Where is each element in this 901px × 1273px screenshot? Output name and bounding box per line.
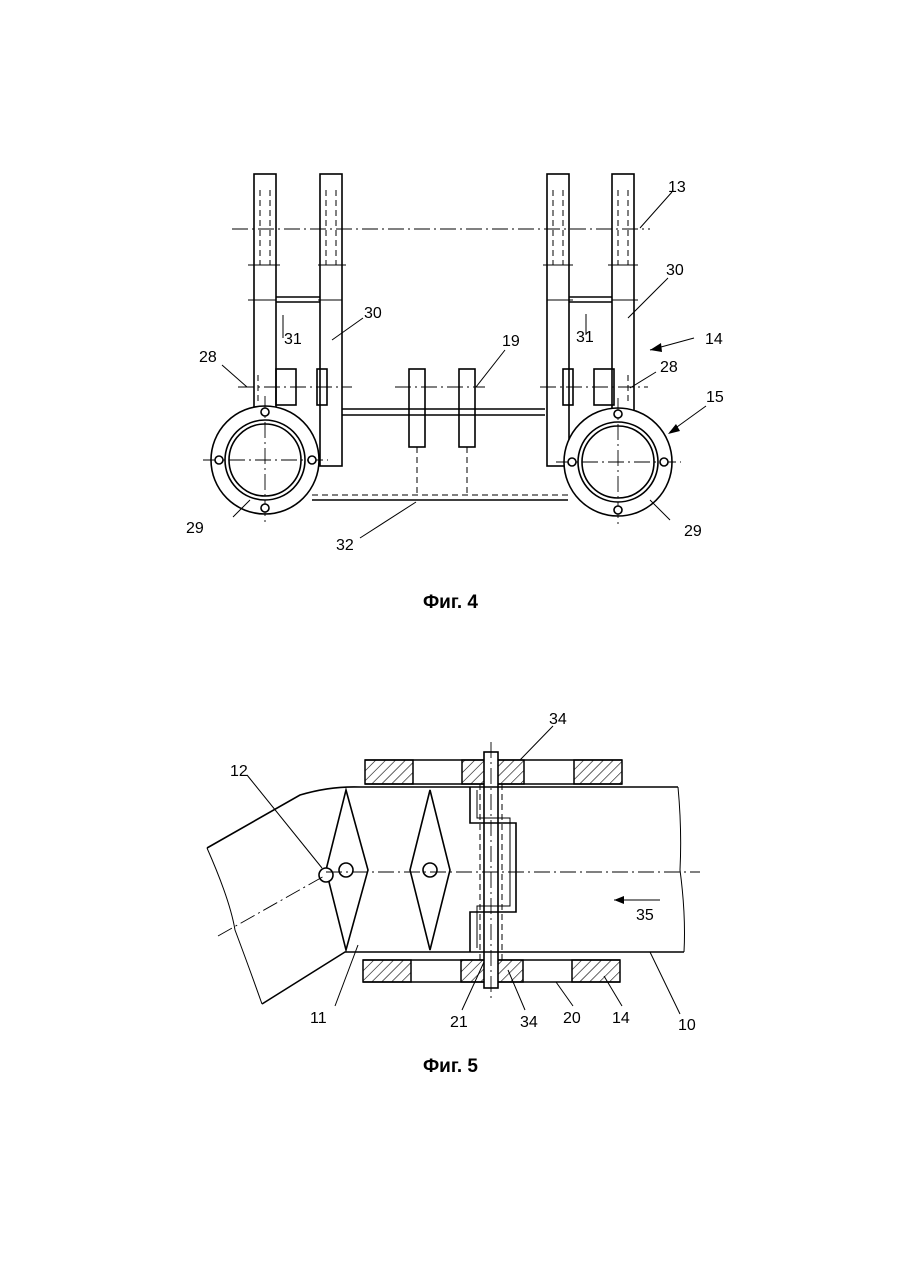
label-20: 20	[563, 1010, 581, 1027]
label-34-top: 34	[549, 711, 567, 728]
figure-4-drawing: 13 30 30 31 31 14 28 28 19 15 29 29 32	[0, 150, 901, 590]
left-inner-arm	[320, 174, 342, 466]
figure-5-drawing: 34 12 35 11 21 34 20 14 10	[0, 690, 901, 1060]
label-11: 11	[310, 1010, 327, 1027]
figure-5: 34 12 35 11 21 34 20 14 10	[0, 690, 901, 1060]
arrow-14	[650, 343, 662, 352]
pin	[480, 742, 502, 1000]
label-12: 12	[230, 763, 248, 780]
label-34-bottom: 34	[520, 1014, 538, 1031]
figure-4: 13 30 30 31 31 14 28 28 19 15 29 29 32	[0, 150, 901, 590]
label-30-right: 30	[666, 262, 684, 279]
label-29-right: 29	[684, 523, 702, 540]
figure-5-caption: Фиг. 5	[0, 1056, 901, 1078]
label-13: 13	[668, 179, 686, 196]
label-31-left: 31	[284, 331, 302, 348]
center-shaft-assembly	[312, 369, 568, 500]
label-21: 21	[450, 1014, 468, 1031]
right-flange	[556, 398, 681, 524]
label-14-fig5: 14	[612, 1010, 630, 1027]
label-35: 35	[636, 907, 654, 924]
label-15: 15	[706, 389, 724, 406]
label-31-right: 31	[576, 329, 594, 346]
label-29-left: 29	[186, 520, 204, 537]
label-28-right: 28	[660, 359, 678, 376]
figure-4-caption: Фиг. 4	[0, 592, 901, 614]
blades	[319, 790, 450, 950]
left-flange	[203, 396, 328, 522]
right-inner-arm	[547, 174, 569, 466]
label-32: 32	[336, 537, 354, 554]
pipe-11-bent	[207, 787, 472, 1004]
label-28-left: 28	[199, 349, 217, 366]
label-10: 10	[678, 1017, 696, 1034]
label-19: 19	[502, 333, 520, 350]
label-30-left: 30	[364, 305, 382, 322]
label-14: 14	[705, 331, 723, 348]
